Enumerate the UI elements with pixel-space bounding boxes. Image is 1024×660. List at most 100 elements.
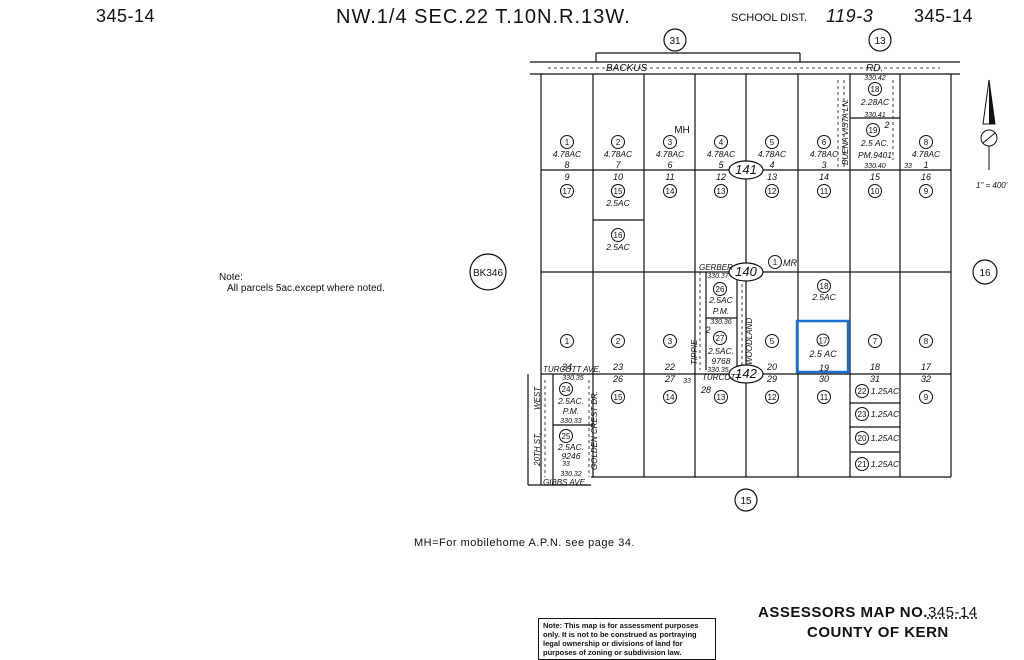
mid-parcel-number-circle — [611, 228, 625, 242]
center-pm: 9768 — [712, 356, 731, 366]
bottom-lot-28: 28 — [700, 385, 711, 395]
bottom-parcel-number: 1 — [565, 337, 570, 346]
bottom-lot-19: 19 — [819, 363, 829, 373]
highlighted-parcel-number: 17 — [819, 337, 828, 346]
adjacent-map-east: 16 — [979, 268, 991, 279]
top-old-number: 9 — [924, 187, 929, 196]
road-woodland: WOODLAND — [745, 318, 754, 365]
bottom-old-number-circle — [714, 390, 728, 404]
adjacent-map-south: 15 — [740, 496, 752, 507]
top-lot-top: 5 — [718, 160, 724, 170]
bottom-old-number: 13 — [717, 393, 726, 402]
road-gerber: GERBER — [699, 263, 733, 272]
center-parcel-number-circle — [713, 282, 727, 296]
se-parcel-number: 21 — [858, 460, 867, 469]
top-parcel-number-circle — [765, 135, 779, 149]
bottom-lot-top: 22 — [664, 362, 675, 372]
col7-old-number-circle — [868, 184, 882, 198]
disclaimer-box: Note: This map is for assessment purpose… — [538, 618, 716, 660]
bottom-old-number: 12 — [768, 393, 777, 402]
block-140: 140 — [735, 264, 757, 279]
col7-dim-3: 33 — [904, 163, 912, 170]
se-parcel-acres: 1.25AC — [871, 409, 900, 419]
se-parcel-number: 20 — [858, 434, 867, 443]
sw-parcel-number: 24 — [562, 385, 571, 394]
bottom-old-number-circle — [919, 390, 933, 404]
sw-parcel-number-circle — [559, 382, 573, 396]
bottom-parcel-number-circle — [765, 334, 779, 348]
road-gibbs: GIBBS AVE. — [543, 478, 587, 487]
bottom-lot-top: 20 — [766, 362, 777, 372]
se-parcel-number: 23 — [858, 410, 867, 419]
bottom-parcel-number-circle — [919, 334, 933, 348]
adjacent-map-west: BK346 — [473, 268, 503, 279]
se-parcel-acres: 1.25AC — [871, 386, 900, 396]
block-141: 141 — [735, 162, 757, 177]
north-arrow-icon — [980, 79, 998, 170]
center-lot: 2 — [704, 325, 710, 335]
bottom-old-number-circle — [611, 390, 625, 404]
col7-ref: 330.42 — [864, 75, 886, 82]
road-buena-vista: BUENA VISTA LN. — [841, 99, 850, 165]
col7-acres-2: 2.5 AC. — [860, 138, 889, 148]
assessors-map-title: ASSESSORS MAP NO.345-14 — [758, 604, 978, 621]
block-142: 142 — [735, 366, 757, 381]
bottom-parcel-number: 5 — [770, 337, 775, 346]
bottom-parcel-number-circle — [560, 334, 574, 348]
top-old-number: 13 — [717, 187, 726, 196]
mr-parcel-number-circle — [768, 255, 782, 269]
bottom-parcel-number: 2 — [616, 337, 621, 346]
col7-lot-top: 2 — [883, 120, 889, 130]
sw-ref: 330.32 — [560, 471, 582, 478]
bottom-parcel-number-circle — [868, 334, 882, 348]
mr-label: MR — [783, 258, 797, 268]
bottom-dim: 33 — [683, 378, 691, 385]
road-rd: RD. — [866, 63, 883, 74]
sw-pm: 9246 — [562, 451, 581, 461]
bottom-old-number: 14 — [666, 393, 675, 402]
bottom-old-number: 15 — [614, 393, 623, 402]
sw-dim: 33 — [562, 461, 570, 468]
bottom-old-number-circle — [817, 390, 831, 404]
col7-dim: 330.41 — [864, 112, 886, 119]
road-backus: BACKUS — [606, 63, 647, 74]
top-parcel-number: 8 — [924, 138, 929, 147]
note-text: All parcels 5ac.except where noted. — [227, 283, 385, 294]
page-number-right: 345-14 — [914, 6, 974, 26]
mid-parcel-number-circle — [611, 184, 625, 198]
road-west: WEST — [533, 386, 542, 410]
sw-parcel-number: 25 — [562, 432, 571, 441]
top-parcel-acres: 4.78AC — [810, 149, 839, 159]
bottom-parcel-number: 7 — [873, 337, 878, 346]
mid-parcel-acres: 2.5AC — [811, 292, 836, 302]
county-title: COUNTY OF KERN — [807, 624, 949, 641]
bottom-old-number-circle — [663, 390, 677, 404]
adjacent-map-north-left: 31 — [669, 36, 681, 47]
top-lot-bottom: 10 — [613, 172, 623, 182]
southwest-parcels: 330.35242.5AC.P.M.330.33252.5AC.92463333… — [557, 375, 584, 478]
sw-parcel-acres: 2.5AC. — [557, 396, 584, 406]
sw-parcel-acres: 2.5AC. — [557, 442, 584, 452]
col7-acres: 2.28AC — [860, 97, 890, 107]
top-old-number: 14 — [666, 187, 675, 196]
bottom-row-parcels: 1242232615322271452029127183181732928301… — [560, 334, 933, 404]
bottom-lot-bottom: 27 — [664, 374, 676, 384]
top-parcel-acres: 4.78AC — [656, 149, 685, 159]
col7-parcel-number-circle — [868, 82, 882, 96]
top-row-parcels: 14.78AC891724.78AC7101534.78AC61114MH44.… — [553, 125, 941, 198]
top-parcel-number-circle — [919, 135, 933, 149]
title-line1: ASSESSORS MAP NO. — [758, 604, 928, 621]
bottom-parcel-number: 8 — [924, 337, 929, 346]
col7-dim-2: 330.40 — [864, 163, 886, 170]
top-old-number: 17 — [563, 187, 572, 196]
top-lot-top: 1 — [923, 160, 928, 170]
mid-parcel-acres: 2.5AC — [605, 198, 630, 208]
scale-label: 1" = 400' — [976, 181, 1008, 190]
top-parcel-number: 5 — [770, 138, 775, 147]
top-lot-top: 3 — [821, 160, 826, 170]
col7-pm: PM.9401 — [858, 150, 892, 160]
se-parcel-acres: 1.25AC — [871, 433, 900, 443]
